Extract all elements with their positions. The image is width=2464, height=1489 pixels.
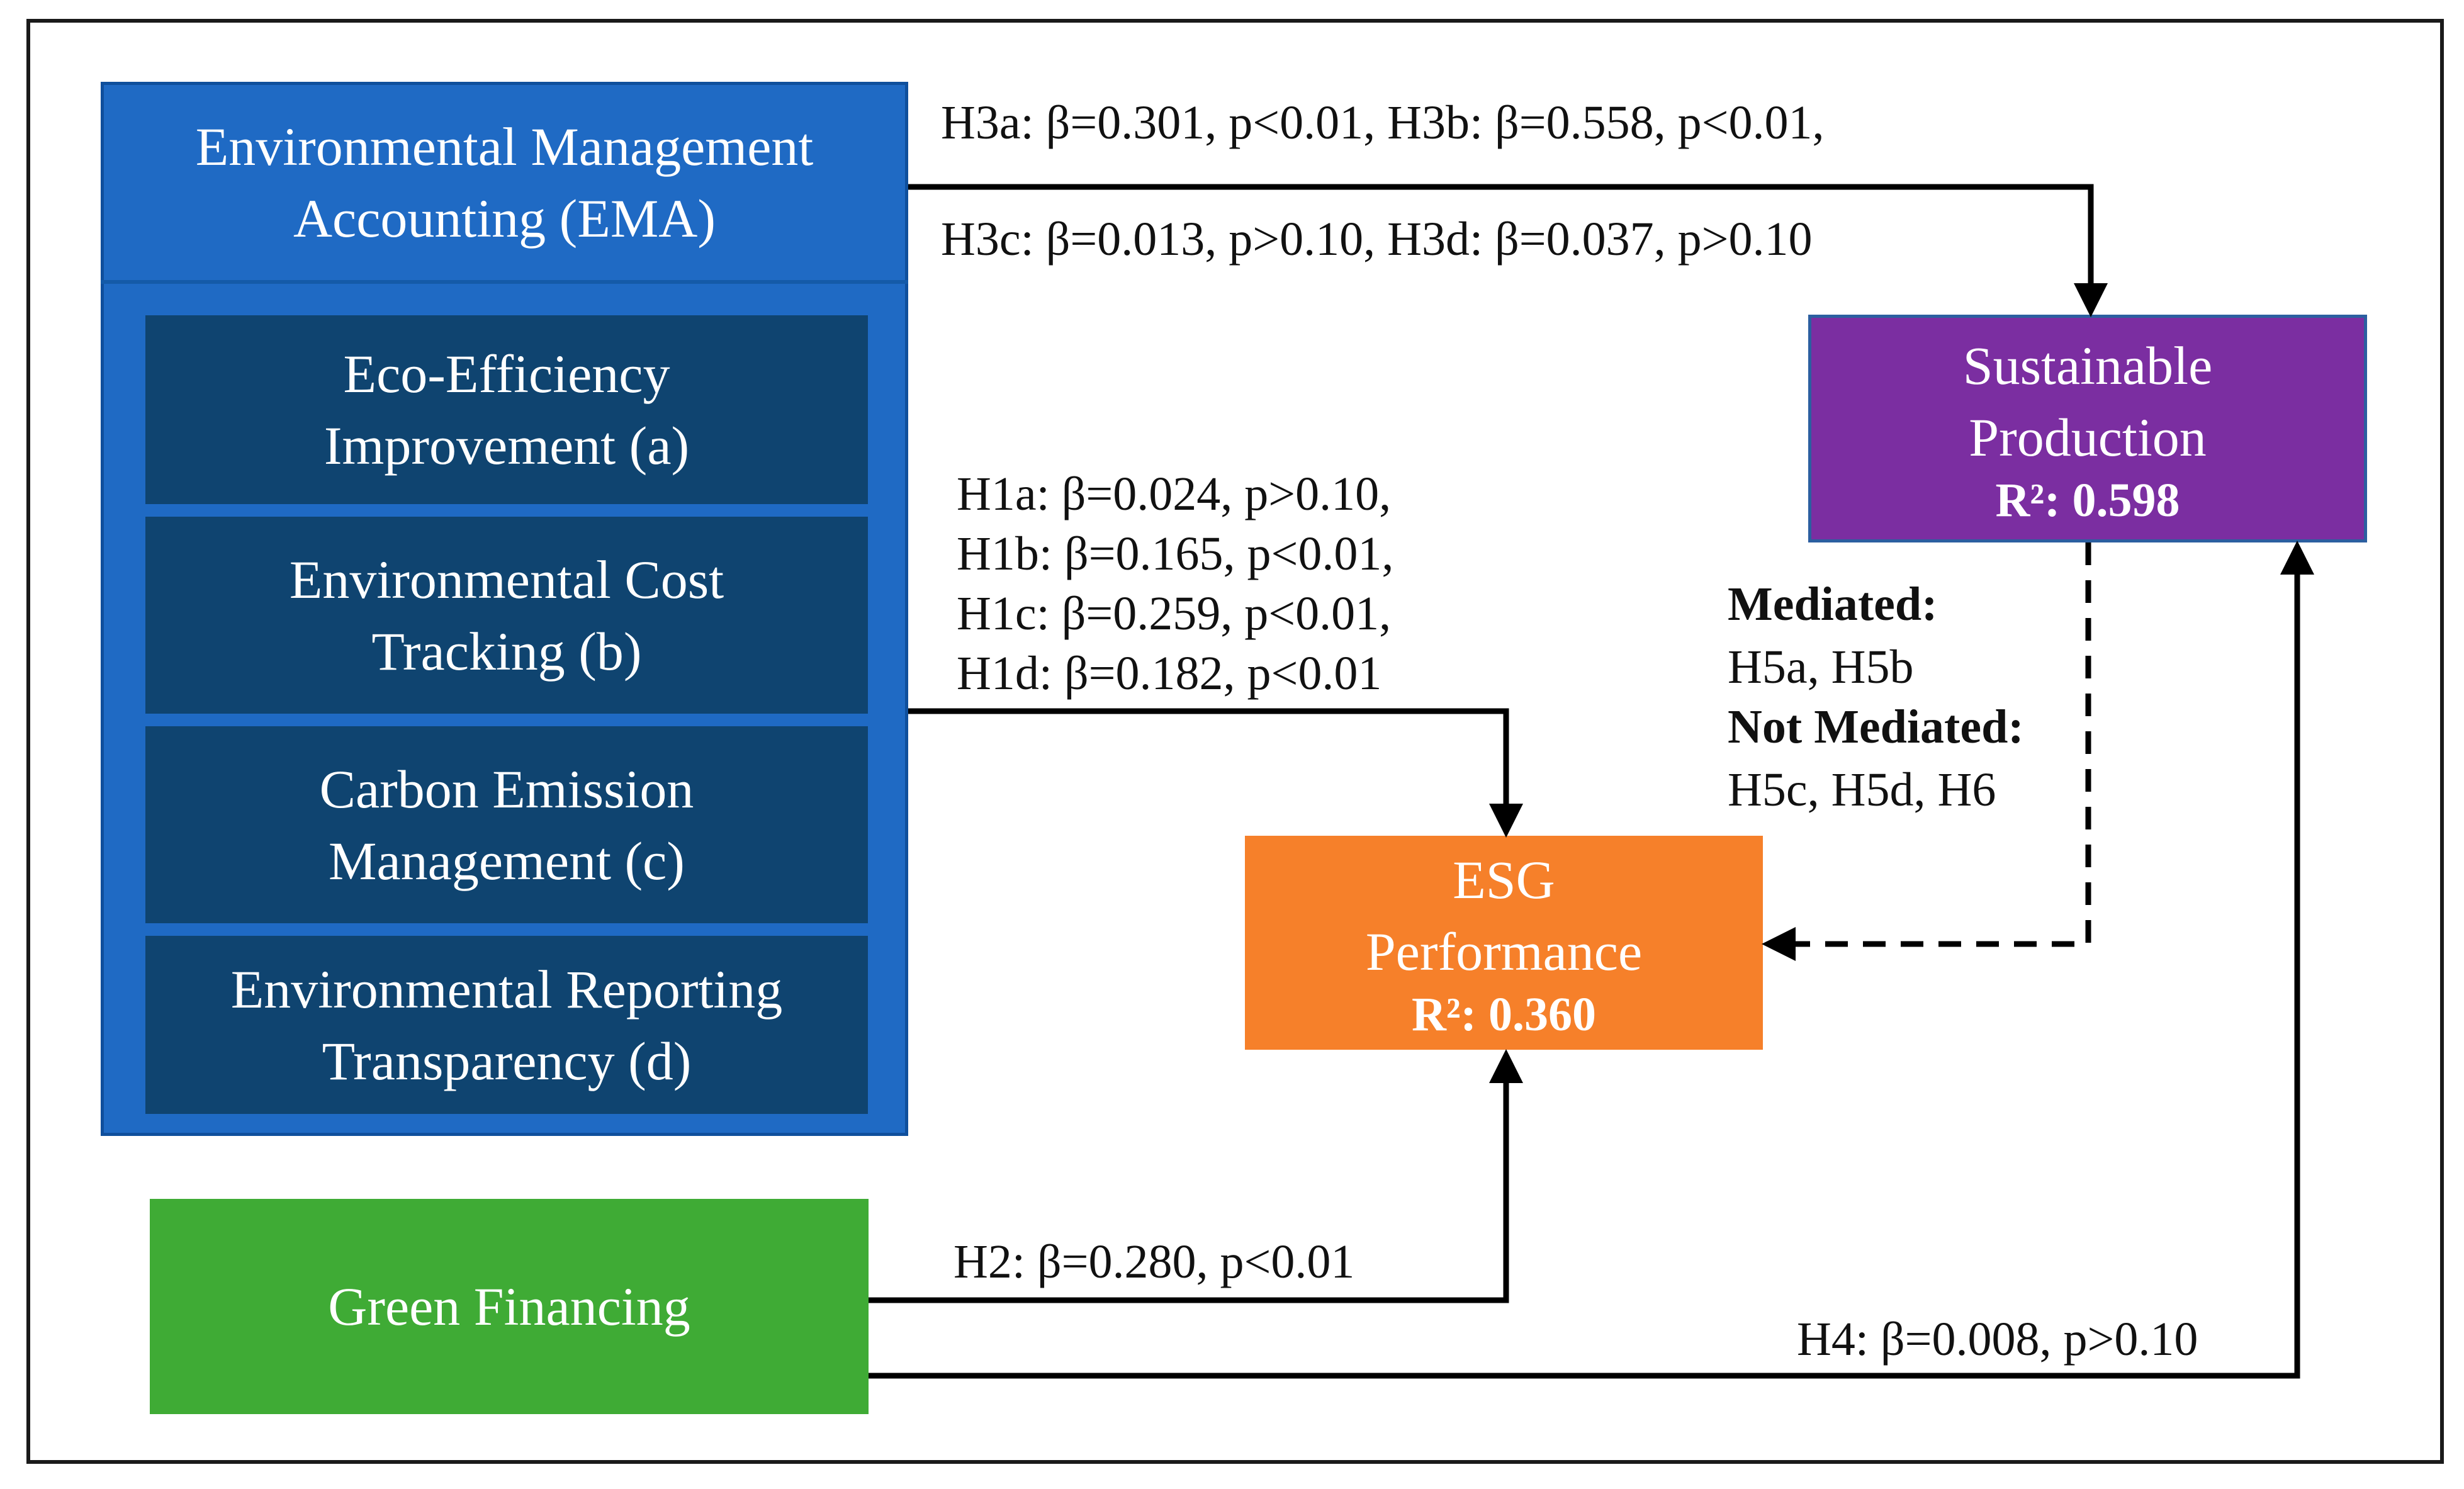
dimension-label: Tracking (b)	[371, 621, 642, 682]
dimension-label: Environmental Cost	[289, 549, 724, 610]
dimension-label: Eco-Efficiency	[343, 344, 670, 404]
dimension-label: Environmental Reporting	[230, 958, 783, 1020]
ema-title: Environmental Management Accounting (EMA…	[101, 82, 908, 283]
sp-line2: Production	[1969, 407, 2207, 468]
arrow-h1	[908, 708, 1523, 838]
h4-label: H4: β=0.008, p>0.10	[1797, 1313, 2198, 1366]
ema-dimension-reporting-transparency: Environmental Reporting Transparency (d)	[142, 932, 872, 1118]
h1a-label: H1a: β=0.024, p>0.10,	[957, 468, 1392, 520]
gf-label: Green Financing	[328, 1276, 690, 1337]
arrow-h2	[869, 1049, 1523, 1303]
sp-line1: Sustainable	[1962, 335, 2213, 396]
dimension-label: Carbon Emission	[319, 758, 694, 819]
ema-divider	[101, 280, 908, 284]
not-mediated-label: Not Mediated:	[1728, 700, 2024, 753]
sustainable-production-box: Sustainable Production R²: 0.598	[1808, 315, 2367, 542]
h1b-label: H1b: β=0.165, p<0.01,	[957, 527, 1394, 580]
h2-label: H2: β=0.280, p<0.01	[954, 1235, 1355, 1288]
ema-title-line2: Accounting (EMA)	[293, 188, 716, 249]
dimension-label: Management (c)	[329, 830, 685, 891]
esg-performance-box: ESG Performance R²: 0.360	[1245, 836, 1763, 1050]
esg-line1: ESG	[1453, 850, 1555, 910]
esg-r2: R²: 0.360	[1412, 988, 1596, 1041]
ema-dimension-cost-tracking: Environmental Cost Tracking (b)	[142, 513, 872, 717]
arrow-mediation	[1762, 542, 2091, 961]
not-mediated-values: H5c, H5d, H6	[1728, 763, 1996, 816]
h1c-label: H1c: β=0.259, p<0.01,	[957, 587, 1392, 640]
esg-line2: Performance	[1365, 921, 1643, 982]
arrow-h4	[869, 541, 2314, 1379]
mediated-values: H5a, H5b	[1728, 641, 1914, 694]
dimension-label: Improvement (a)	[323, 415, 690, 476]
h3-label-line2: H3c: β=0.013, p>0.10, H3d: β=0.037, p>0.…	[941, 213, 1813, 266]
ema-dimension-eco-efficiency: Eco-Efficiency Improvement (a)	[142, 312, 872, 508]
arrow-h3	[908, 184, 2108, 317]
h1d-label: H1d: β=0.182, p<0.01	[957, 647, 1382, 700]
green-financing-box: Green Financing	[150, 1199, 869, 1414]
ema-dimension-carbon-emission: Carbon Emission Management (c)	[142, 722, 872, 927]
sp-r2: R²: 0.598	[1995, 474, 2180, 527]
mediated-label: Mediated:	[1728, 578, 1938, 631]
dimension-label: Transparency (d)	[322, 1030, 692, 1091]
ema-title-line1: Environmental Management	[195, 116, 814, 177]
h3-label-line1: H3a: β=0.301, p<0.01, H3b: β=0.558, p<0.…	[941, 96, 1825, 149]
